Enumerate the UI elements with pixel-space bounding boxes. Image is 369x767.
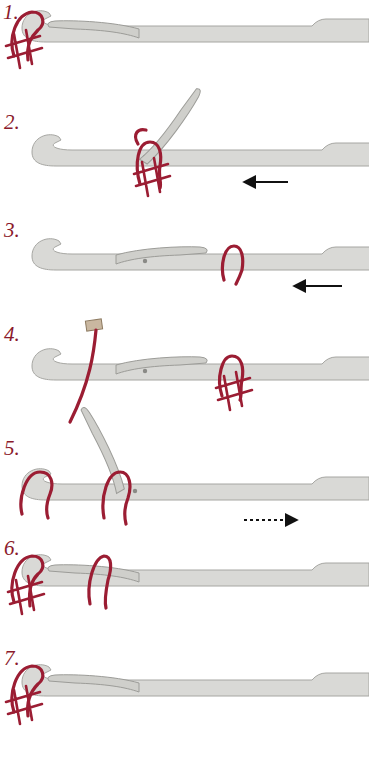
step-1-figure	[6, 11, 369, 68]
step-number: 4.	[4, 322, 20, 346]
step-number: 3.	[4, 218, 20, 242]
step-4-figure	[32, 319, 369, 422]
step-7-figure	[6, 665, 369, 724]
step-number: 7.	[4, 646, 20, 670]
step-6-figure	[8, 555, 369, 614]
step-2-figure	[32, 82, 369, 196]
step-number: 2.	[4, 110, 20, 134]
step-3-figure	[32, 239, 369, 286]
step-number: 5.	[4, 436, 20, 460]
step-number: 6.	[4, 536, 20, 560]
step-5-figure	[21, 406, 369, 524]
step-number: 1.	[3, 0, 19, 24]
